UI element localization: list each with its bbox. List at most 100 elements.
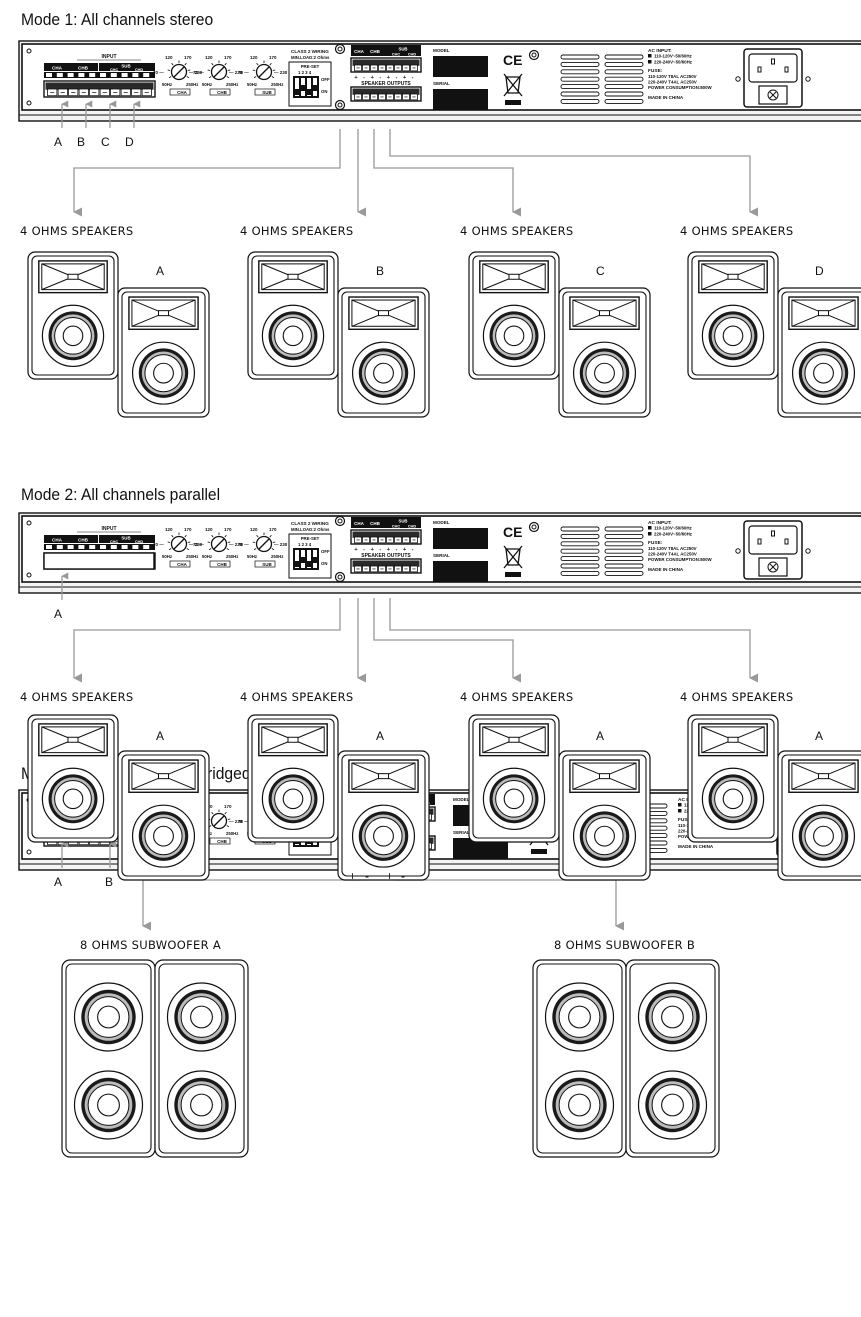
output-polarity: - — [363, 547, 365, 553]
output-channel-label: CHA — [354, 521, 364, 526]
knob-tick — [271, 548, 275, 551]
input-channel-label: CHB — [78, 66, 89, 71]
binding-post-inner — [337, 102, 343, 108]
ac-line: 220-240V~50/60Hz — [654, 60, 693, 65]
class-wiring-label: CLASS 2 WIRING — [291, 49, 329, 54]
dust-cap — [594, 825, 615, 847]
model-label: MODEL — [433, 48, 450, 53]
preset-label: PRE-SET — [301, 64, 320, 69]
output-polarity: + — [354, 547, 357, 553]
output-polarity: - — [379, 75, 381, 81]
screw-hole — [26, 48, 32, 54]
dust-cap — [373, 362, 394, 384]
output-sub-label: SUB — [398, 47, 407, 52]
model-plate — [433, 528, 488, 549]
knob-tick-label: 170 — [269, 55, 277, 60]
fuse-line: 220-240V T4AL AC250V — [648, 552, 697, 557]
knob-tick-label: 70 — — [193, 70, 204, 75]
screw-hole — [26, 849, 32, 855]
knob-tick-label: 50Hz — [202, 82, 212, 87]
polarity-marker — [110, 545, 117, 549]
mode1-title: Mode 1: All channels stereo — [21, 10, 214, 29]
dust-cap — [813, 825, 834, 847]
speaker-tag: A — [156, 264, 165, 278]
output-channel-label: CHB — [370, 521, 380, 526]
knob-tick-label: 170 — [224, 804, 232, 809]
tweeter-driver — [287, 736, 299, 743]
tweeter-driver — [158, 310, 169, 317]
knob-tick-label: 120 — [250, 527, 258, 532]
binding-post — [334, 571, 346, 583]
output-terminal-bottom — [350, 86, 422, 102]
fuse-cap-mark — [769, 563, 777, 571]
knob-tick — [208, 548, 212, 551]
ac-line: 220-240V~50/60Hz — [654, 532, 693, 537]
mode2-speaker-pair-3-front — [777, 750, 861, 881]
vent-slot — [604, 84, 644, 90]
serial-label: SERIAL — [453, 830, 470, 835]
mode1-speaker-pair-2-front — [558, 287, 651, 418]
subwoofer-b-left — [532, 959, 627, 1158]
knob-tick — [211, 62, 214, 66]
ac-input-label: AC INPUT: — [648, 520, 672, 526]
speaker-wire-a — [73, 598, 341, 683]
serial-plate — [433, 89, 488, 110]
vent-slot — [560, 76, 600, 82]
polarity-marker — [78, 545, 85, 549]
dust-cap — [568, 1093, 591, 1117]
preset-numbers: 1 2 3 4 — [298, 70, 312, 75]
vent-slot — [560, 541, 600, 547]
knob-tick — [224, 62, 227, 66]
vent-slot — [604, 526, 644, 532]
dust-cap — [153, 362, 174, 384]
knob-tick — [253, 76, 257, 79]
dust-cap — [282, 325, 304, 347]
ce-mark: CE — [503, 524, 522, 540]
knob-tick-label: 250Hz — [226, 82, 238, 87]
knob-tick-label: 120 — [250, 55, 258, 60]
knob-pointer — [213, 66, 225, 78]
output-channel-label: CHD — [408, 53, 416, 57]
polarity-marker — [67, 73, 74, 77]
output-channel-label: CHC — [392, 525, 400, 529]
input-channel-label: CHB — [78, 538, 89, 543]
vent-slot — [604, 548, 644, 554]
input-terminal-block — [43, 80, 156, 98]
binding-post-inner — [337, 518, 343, 524]
iec-pin — [784, 538, 789, 545]
output-polarity: + — [387, 547, 390, 553]
ground-post-inner — [531, 52, 537, 58]
fuse-cap — [767, 561, 779, 573]
knob-tick — [226, 548, 230, 551]
polarity-tag: + — [349, 869, 357, 883]
ac-check — [648, 60, 652, 64]
dust-cap — [813, 362, 834, 384]
knob-tick-label: 70 — — [238, 70, 249, 75]
knob-label-box — [169, 88, 191, 96]
dust-cap — [153, 825, 174, 847]
speaker-caption: 4 OHMS SPEAKERS — [460, 690, 574, 704]
input-tag: D — [125, 135, 134, 149]
knob-tick-label: — 230 — [274, 542, 288, 547]
tweeter-driver — [287, 273, 299, 280]
input-tag: A — [54, 607, 63, 621]
sub-label: SUB — [121, 64, 130, 69]
polarity-marker — [46, 73, 52, 77]
tweeter-driver — [599, 773, 610, 780]
knob-tick-label: 70 — — [238, 819, 249, 824]
bin-body — [505, 548, 521, 566]
speaker-outputs-label: SPEAKER OUTPUTS — [361, 81, 411, 87]
tweeter-driver — [67, 736, 79, 743]
dip-lever — [313, 557, 317, 563]
tweeter-driver — [727, 736, 739, 743]
vent-slot — [560, 61, 600, 67]
serial-label: SERIAL — [433, 553, 450, 558]
vent-slot — [604, 69, 644, 75]
terminal-top — [45, 82, 154, 90]
polarity-marker — [46, 545, 52, 549]
dip-lever — [313, 85, 317, 91]
vent-slot — [604, 533, 644, 539]
mode1-speaker-pair-1-front — [337, 287, 430, 418]
tweeter-driver — [818, 773, 829, 780]
